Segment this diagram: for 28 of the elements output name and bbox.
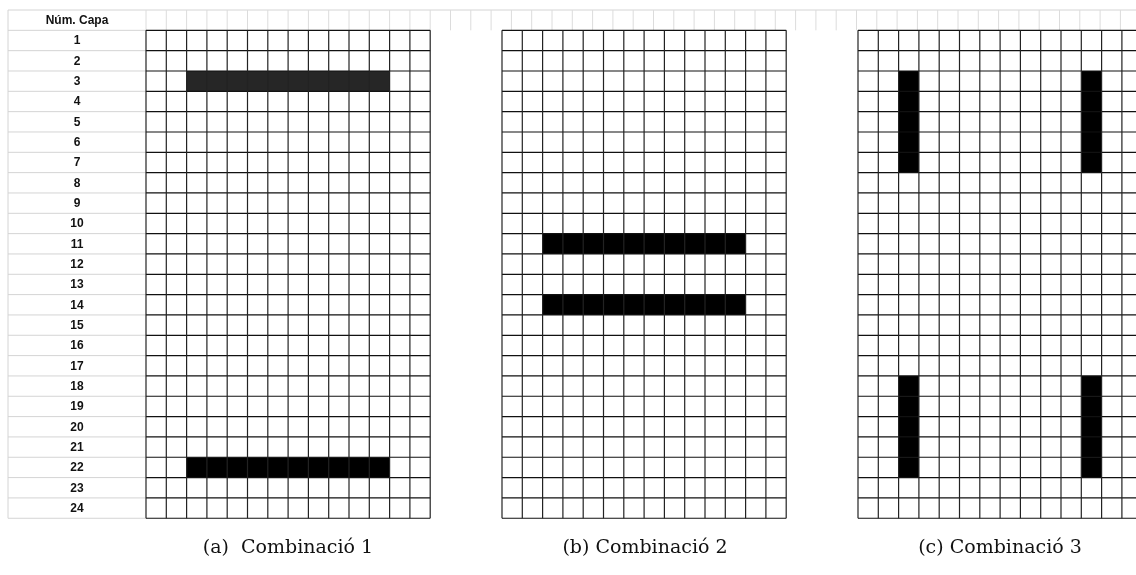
row-number: 16 bbox=[69, 337, 85, 355]
row-number: 20 bbox=[69, 418, 85, 436]
row-number: 11 bbox=[69, 235, 85, 253]
figure-caption: (c) Combinació 3 bbox=[917, 534, 1083, 559]
row-number: 12 bbox=[69, 255, 85, 273]
row-number: 5 bbox=[72, 113, 82, 131]
row-number: 6 bbox=[72, 133, 82, 151]
row-number: 19 bbox=[69, 398, 85, 416]
row-number: 18 bbox=[69, 377, 85, 395]
row-number: 9 bbox=[72, 194, 82, 212]
row-number: 17 bbox=[69, 357, 85, 375]
row-number: 13 bbox=[69, 276, 85, 294]
row-number: 23 bbox=[69, 479, 85, 497]
row-number: 8 bbox=[72, 174, 82, 192]
row-number: 21 bbox=[69, 438, 85, 456]
row-number: 4 bbox=[72, 93, 82, 111]
row-number: 2 bbox=[72, 52, 82, 70]
figure-caption: (a) Combinació 1 bbox=[201, 534, 375, 559]
row-number: 7 bbox=[72, 154, 82, 172]
column-header: Núm. Capa bbox=[44, 12, 110, 29]
row-number: 22 bbox=[69, 459, 85, 477]
row-number: 3 bbox=[72, 73, 82, 90]
row-number: 24 bbox=[69, 499, 85, 517]
figure-caption: (b) Combinació 2 bbox=[561, 534, 729, 559]
row-number: 10 bbox=[69, 215, 85, 233]
row-number: 15 bbox=[69, 316, 85, 334]
row-number: 1 bbox=[72, 32, 82, 50]
row-number: 14 bbox=[69, 296, 85, 314]
